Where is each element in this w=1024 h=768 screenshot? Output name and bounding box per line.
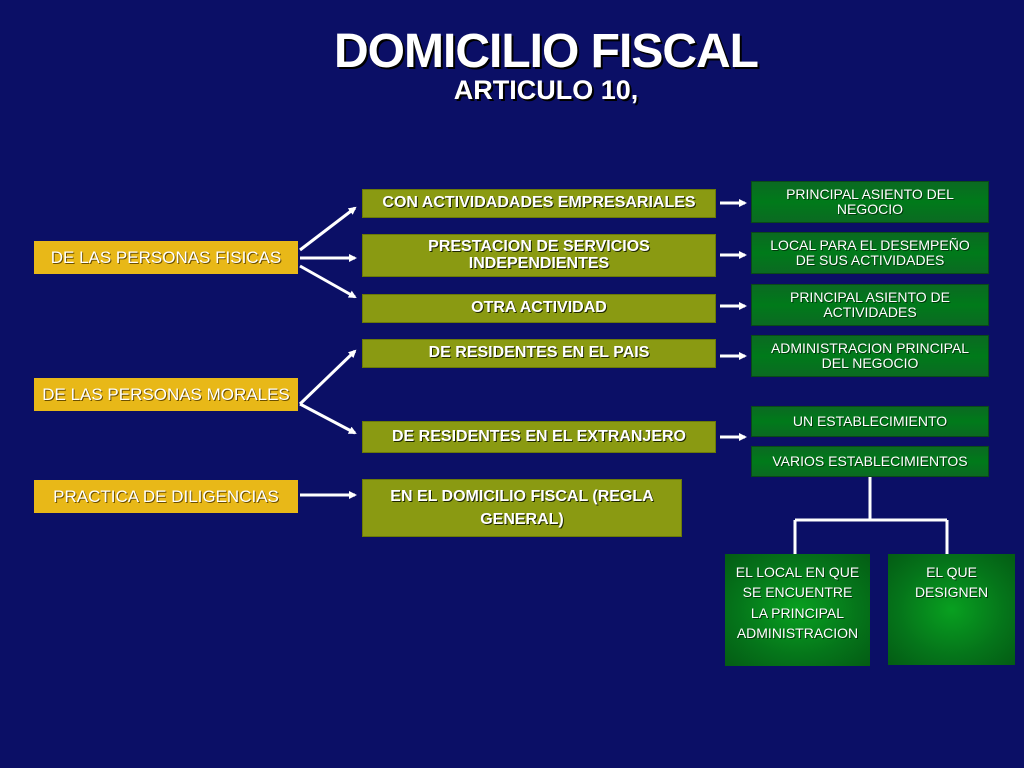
result-local-principal-administracion: EL LOCAL EN QUE SE ENCUENTRE LA PRINCIPA…: [725, 554, 870, 666]
node-servicios-independientes: PRESTACION DE SERVICIOS INDEPENDIENTES: [362, 234, 716, 277]
arrow-morales-pais: [298, 349, 357, 406]
node-otra-actividad: OTRA ACTIVIDAD: [362, 294, 716, 323]
result-principal-asiento-negocio: PRINCIPAL ASIENTO DEL NEGOCIO: [751, 181, 989, 223]
result-administracion-principal: ADMINISTRACION PRINCIPAL DEL NEGOCIO: [751, 335, 989, 377]
node-regla-general: EN EL DOMICILIO FISCAL (REGLA GENERAL): [362, 479, 682, 537]
node-residentes-pais: DE RESIDENTES EN EL PAIS: [362, 339, 716, 368]
page-title: DOMICILIO FISCAL: [334, 25, 759, 78]
arrow-fisicas-empresariales: [299, 206, 357, 252]
arrow-fisicas-otra: [299, 264, 357, 299]
result-principal-asiento-actividades: PRINCIPAL ASIENTO DE ACTIVIDADES: [751, 284, 989, 326]
category-practica-diligencias: PRACTICA DE DILIGENCIAS: [34, 480, 298, 513]
category-personas-morales: DE LAS PERSONAS MORALES: [34, 378, 298, 411]
category-personas-fisicas: DE LAS PERSONAS FISICAS: [34, 241, 298, 274]
result-el-que-designen: EL QUE DESIGNEN: [888, 554, 1015, 665]
result-un-establecimiento: UN ESTABLECIMIENTO: [751, 406, 989, 437]
node-residentes-extranjero: DE RESIDENTES EN EL EXTRANJERO: [362, 421, 716, 453]
result-local-desempeno: LOCAL PARA EL DESEMPEÑO DE SUS ACTIVIDAD…: [751, 232, 989, 274]
node-actividades-empresariales: CON ACTIVIDADADES EMPRESARIALES: [362, 189, 716, 218]
arrow-morales-extranjero: [299, 402, 357, 435]
page-subtitle: ARTICULO 10,: [453, 75, 639, 105]
result-varios-establecimientos: VARIOS ESTABLECIMIENTOS: [751, 446, 989, 477]
